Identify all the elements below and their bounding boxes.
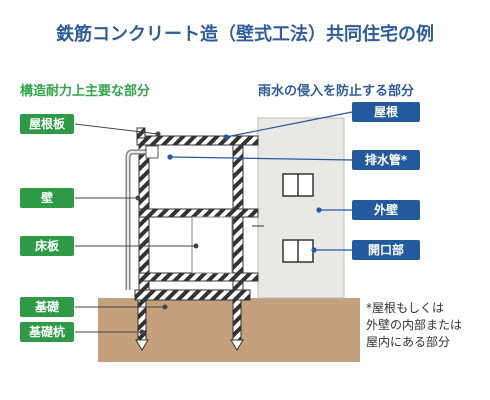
- label-roof-slab: 屋根板: [20, 114, 74, 134]
- label-foundation-pile: 基礎杭: [20, 322, 74, 342]
- label-floor-slab: 床板: [20, 236, 74, 256]
- footnote: *屋根もしくは 外壁の内部または 屋内にある部分: [366, 301, 463, 349]
- window-upper: [282, 173, 314, 197]
- label-drain-pipe: 排水管*: [352, 150, 420, 170]
- floor-slab-lower: [138, 272, 259, 282]
- pile-right: [232, 299, 242, 341]
- floor-slab-upper: [138, 208, 259, 218]
- foundation-slab: [134, 289, 251, 301]
- diagram-title: 鉄筋コンクリート造（壁式工法）共同住宅の例: [56, 24, 434, 45]
- water-heading: 雨水の侵入を防止する部分: [258, 84, 415, 99]
- parapet: [136, 127, 146, 139]
- label-opening: 開口部: [352, 240, 420, 260]
- label-foundation: 基礎: [20, 297, 74, 317]
- window-lower: [282, 239, 314, 263]
- label-wall: 壁: [20, 188, 74, 208]
- label-roof: 屋根: [352, 102, 420, 122]
- ground: [98, 298, 360, 362]
- roof-slab: [136, 135, 259, 146]
- label-exterior-wall: 外壁: [352, 200, 420, 220]
- exterior-wall-panel: [257, 117, 345, 299]
- structural-heading: 構造耐力上主要な部分: [20, 84, 151, 99]
- interior-partition: [191, 216, 233, 274]
